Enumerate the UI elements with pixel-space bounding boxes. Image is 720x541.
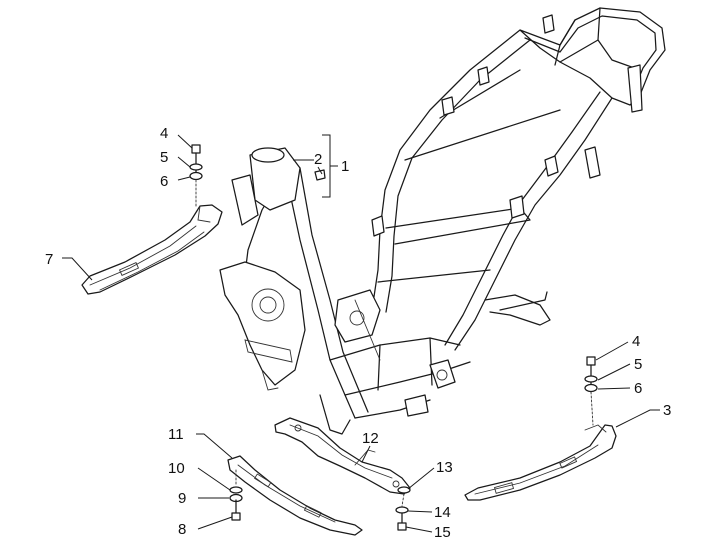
callout-12: 12: [362, 430, 379, 447]
callout-2: 2: [314, 151, 322, 168]
callout-13: 13: [436, 459, 453, 476]
callout-11: 11: [168, 426, 184, 443]
callout-4-upper: 4: [160, 125, 168, 142]
part-11-lower-footboard-bracket: [227, 455, 363, 536]
callout-4-right: 4: [632, 333, 640, 350]
callout-9: 9: [178, 490, 186, 507]
part-2-cap: [314, 169, 326, 181]
callout-5-upper: 5: [160, 149, 168, 166]
callout-14: 14: [434, 504, 451, 521]
callout-6-upper: 6: [160, 173, 168, 190]
leader-lines: [62, 134, 660, 533]
callout-3: 3: [663, 402, 671, 419]
part-3-right-footboard-bracket: [464, 424, 617, 501]
callout-labels: 1 2 4 5 6 7 4 5 6 3 11 10 9 8 12 13 14 1…: [45, 125, 671, 541]
callout-7: 7: [45, 251, 53, 268]
part-13-14-15-fastener-stack: [395, 486, 411, 531]
callout-1: 1: [341, 158, 349, 175]
part-12-center-bracket: [274, 417, 411, 495]
callout-6-right: 6: [634, 380, 642, 397]
part-7-left-footboard-bracket: [81, 204, 223, 295]
callout-15: 15: [434, 524, 451, 541]
callout-5-right: 5: [634, 356, 642, 373]
part-4-5-6-fastener-stack-a: [189, 144, 203, 207]
part-4-5-6-fastener-stack-b: [584, 356, 598, 426]
callout-10: 10: [168, 460, 185, 477]
callout-8: 8: [178, 521, 186, 538]
main-frame: [219, 7, 666, 435]
